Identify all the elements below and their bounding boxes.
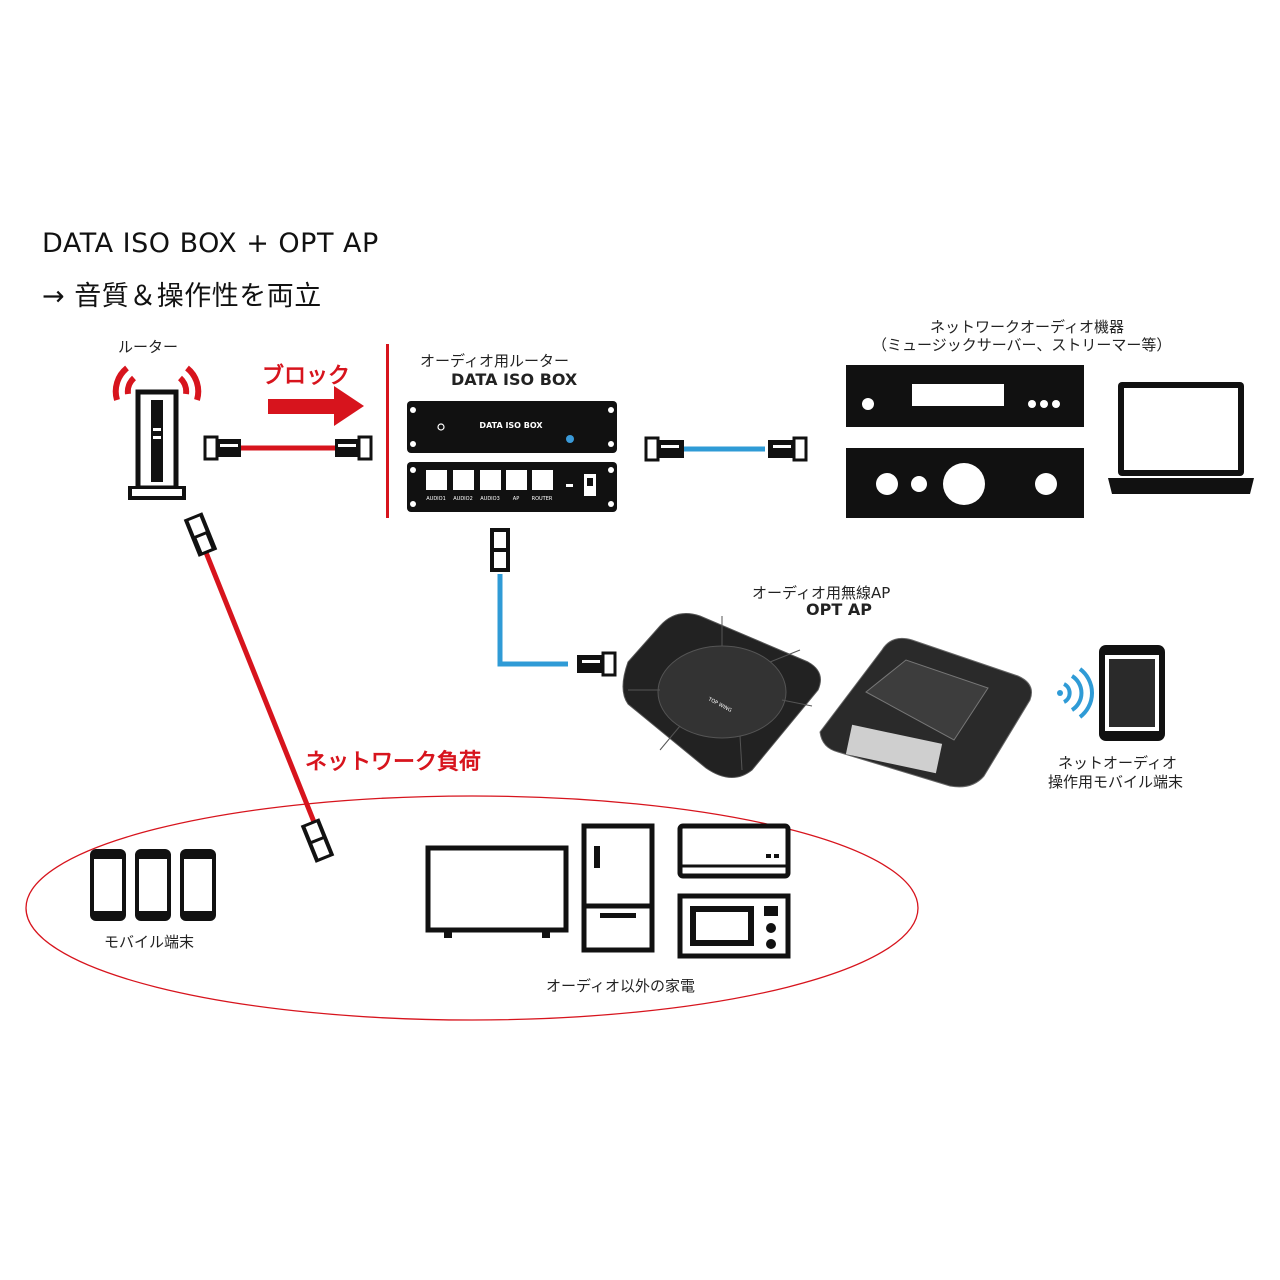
block-line	[386, 344, 389, 518]
control-mobile-label-line1: ネットオーディオ	[1058, 754, 1177, 772]
red-cable-router-to-mobiles	[202, 549, 317, 823]
lan-plug-icon	[335, 435, 373, 461]
blue-cable-box-to-ap	[497, 574, 568, 667]
opt-ap-top: TOP WING	[622, 613, 821, 778]
fridge-icon	[581, 823, 655, 953]
smartphone-icon	[180, 849, 216, 921]
port-label: AUDIO3	[480, 496, 500, 502]
lan-plug-icon	[577, 651, 617, 677]
network-load-ellipse	[25, 795, 919, 1021]
lan-plug-icon	[300, 818, 335, 863]
title-line1: DATA ISO BOX + OPT AP	[42, 228, 379, 259]
tv-icon	[425, 845, 569, 938]
laptop-icon	[1108, 382, 1254, 494]
appliances-label: オーディオ以外の家電	[546, 977, 695, 995]
audio-devices-label-line1: ネットワークオーディオ機器	[930, 318, 1124, 336]
control-mobile-label-line2: 操作用モバイル端末	[1048, 773, 1184, 791]
router-label: ルーター	[118, 338, 179, 356]
port-label: AUDIO1	[426, 496, 446, 502]
lan-plug-icon	[768, 436, 808, 462]
box-top-text: DATA ISO BOX	[479, 421, 543, 430]
ap-caption: オーディオ用無線AP	[752, 584, 891, 602]
lan-plug-icon	[203, 435, 241, 461]
air-conditioner-icon	[677, 823, 791, 879]
data-iso-box-rear: AUDIO1 AUDIO2 AUDIO3 AP ROUTER	[407, 462, 617, 512]
smartphone-icon	[90, 849, 126, 921]
tablet-icon	[1099, 645, 1165, 741]
iso-box-name: DATA ISO BOX	[451, 370, 578, 389]
port-label: ROUTER	[532, 496, 553, 502]
iso-box-caption: オーディオ用ルーター	[420, 352, 569, 370]
smartphone-icon	[135, 849, 171, 921]
opt-ap-bottom	[819, 637, 1032, 788]
wifi-signal-icon	[112, 365, 202, 401]
audio-devices-label-line2: （ミュージックサーバー、ストリーマー等）	[872, 336, 1172, 354]
streamer-device	[846, 365, 1084, 427]
lan-plug-icon	[644, 436, 684, 462]
ap-name: OPT AP	[806, 600, 872, 619]
arrow-right-icon	[268, 386, 364, 426]
mobile-devices-label: モバイル端末	[104, 933, 195, 951]
amplifier-device	[846, 448, 1084, 518]
lan-plug-icon	[490, 528, 510, 572]
block-label: ブロック	[262, 364, 351, 389]
microwave-icon	[677, 893, 791, 959]
network-load-label: ネットワーク負荷	[305, 750, 482, 775]
port-label: AUDIO2	[453, 496, 473, 502]
port-label: AP	[513, 496, 519, 502]
wifi-signal-icon	[1062, 667, 1094, 719]
router-icon	[128, 389, 186, 500]
lan-plug-icon	[183, 512, 218, 557]
title-line2: → 音質＆操作性を両立	[42, 281, 322, 312]
data-iso-box-front: DATA ISO BOX	[407, 401, 617, 453]
